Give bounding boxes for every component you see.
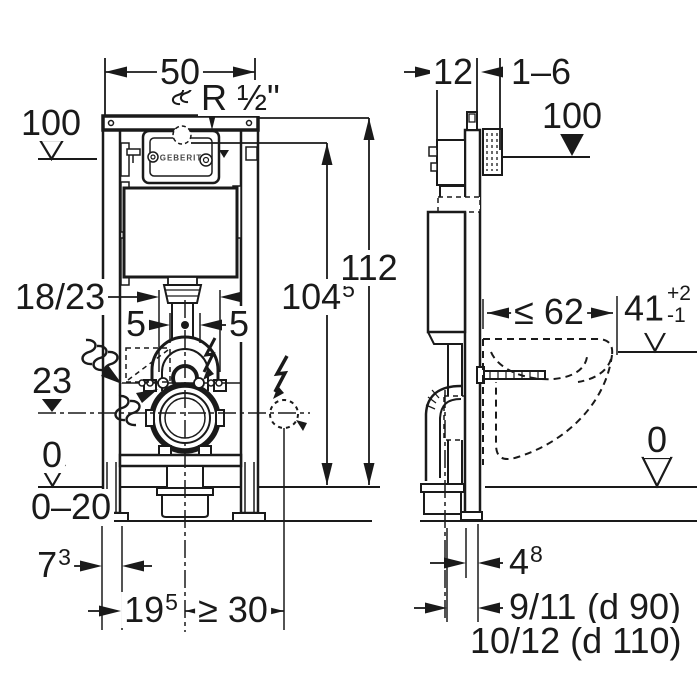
flush-funnel — [162, 284, 203, 304]
power-outlet-icon — [269, 399, 307, 431]
cutout-zone — [125, 347, 171, 383]
water-supply-label: R ½" — [198, 80, 283, 116]
level-flush-plate-front: 100 — [17, 105, 85, 141]
level-mark-small — [219, 150, 229, 158]
dim-min-thirty: ≥ 30 — [195, 592, 271, 628]
dim-height-112: 112 — [337, 250, 401, 286]
level-drain-height: 23 — [28, 363, 76, 399]
dim-offset-pair: 18/23 — [12, 279, 109, 315]
dim-bowl-height-41: 41+2-1 — [621, 282, 694, 334]
side-view — [420, 111, 546, 522]
dim-max-62: ≤ 62 — [511, 294, 587, 330]
toilet-bowl-outline — [482, 338, 614, 465]
cistern-profile — [426, 210, 467, 334]
flush-plate — [141, 125, 221, 185]
lightning-icon — [273, 355, 289, 399]
dim-drain-90-value: 9/11 — [506, 589, 580, 625]
level-triangle-filled-icon — [558, 130, 586, 156]
foot-plate-right — [232, 512, 266, 522]
dim-nineteen: 195 — [121, 591, 181, 628]
level-flush-plate-side: 100 — [538, 98, 606, 134]
geberit-logo: GEBERIT — [159, 153, 203, 163]
centerlines — [38, 300, 446, 632]
level-zero-front: 0 — [38, 437, 66, 473]
bracket-left — [126, 148, 141, 156]
front-cistern — [122, 186, 239, 349]
level-triangle-open-icon — [641, 456, 673, 489]
dim-seven: 73 — [34, 546, 74, 583]
dim-frame-width: 50 — [156, 54, 204, 90]
dim-drain-90-pipe: (d 90) — [584, 589, 685, 625]
dim-five-right: 5 — [225, 306, 253, 342]
dim-wall-lining: 1–6 — [508, 54, 575, 90]
dim-frame-depth: 12 — [429, 54, 477, 90]
water-flow-icon — [114, 389, 158, 427]
dim-drain-110: 10/12 (d 110) — [467, 623, 685, 659]
dim-five-left: 5 — [122, 306, 150, 342]
water-flow-icon — [81, 338, 122, 384]
fill-valve — [436, 139, 466, 186]
cistern-box — [122, 186, 239, 279]
mounting-rail — [463, 128, 482, 522]
front-drain — [122, 335, 241, 518]
pipe-socket — [420, 483, 465, 493]
drain-elbow — [424, 384, 462, 481]
actuation-point — [172, 125, 192, 145]
cross-rail — [118, 453, 243, 468]
bracket-right — [245, 146, 258, 161]
lightning-icon — [202, 337, 217, 380]
dim-four: 48 — [506, 543, 546, 580]
level-zero-side: 0 — [643, 422, 671, 458]
dim-floor-range: 0–20 — [28, 489, 115, 525]
rail-foot — [460, 511, 483, 521]
